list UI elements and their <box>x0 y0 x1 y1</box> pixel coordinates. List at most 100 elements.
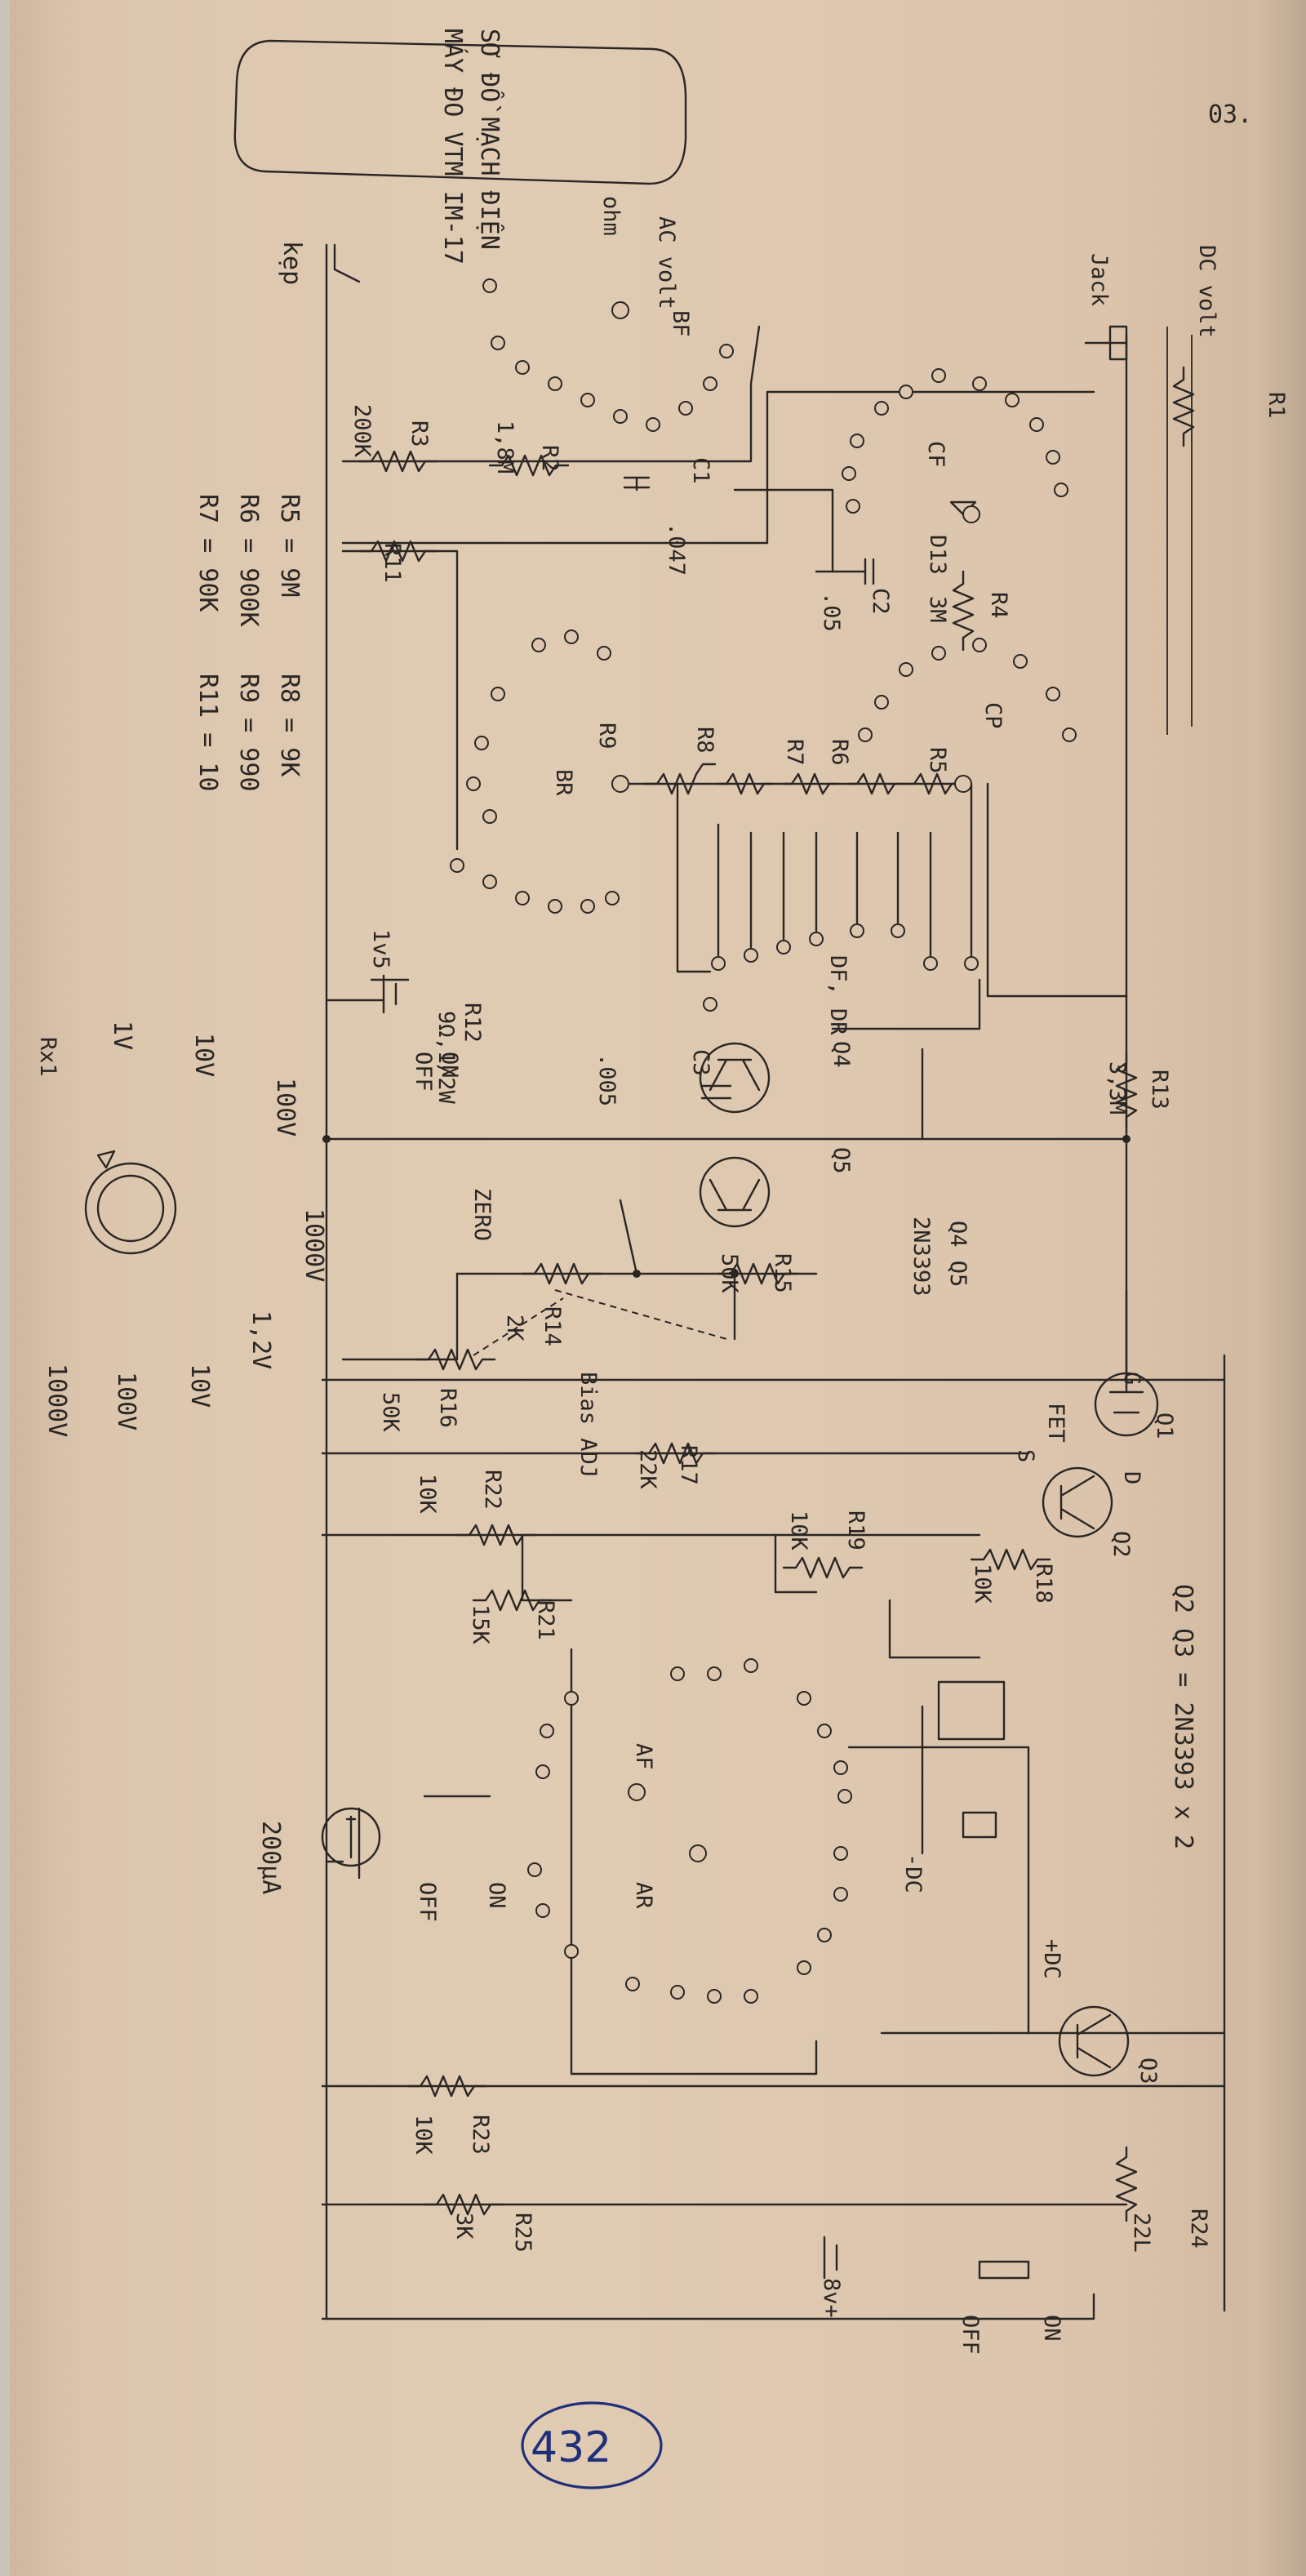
selector-knob <box>84 1162 177 1255</box>
battery-8v-label: 8v+ <box>819 2278 844 2318</box>
r22-label: R22 <box>480 1470 505 1510</box>
off-label-battery: OFF <box>411 1052 436 1092</box>
transistor-note: Q2 Q3 = 2N3393 x 2 <box>1169 1584 1197 1849</box>
af-label: AF <box>631 1743 656 1770</box>
r19-value: 10K <box>786 1510 811 1551</box>
range-100v: 100V <box>271 1078 300 1137</box>
bias-adj-label: Bias ADJ <box>575 1372 601 1478</box>
other-symbols <box>84 243 1193 2280</box>
s-label: S <box>1013 1449 1038 1462</box>
zero-label: ZERO <box>469 1188 495 1241</box>
range-labels: Rx1 1V 10V 100V 1000V 1,2V 10V 100V 1000… <box>35 1021 328 1437</box>
r4-label: R4 <box>986 592 1011 619</box>
rotated-labels: DC volt Jack AC volt ohm kẹp BF BR DF, D… <box>256 196 1289 2355</box>
r9-label: R9 <box>594 723 620 750</box>
clip-symbol <box>333 243 361 283</box>
q5-label: Q5 <box>828 1147 854 1174</box>
q3-label: Q3 <box>1135 2058 1161 2084</box>
r22-value: 10K <box>415 1474 440 1515</box>
q4-label: Q4 <box>828 1041 854 1068</box>
r19-label: R19 <box>843 1510 868 1550</box>
range-rx1: Rx1 <box>35 1037 60 1077</box>
r21-label: R21 <box>533 1600 558 1640</box>
fet-label: FET <box>1043 1403 1068 1443</box>
r13-label: R13 <box>1147 1070 1172 1110</box>
dc-volt-label: DC volt <box>1194 245 1219 338</box>
r11-label: R11 <box>380 543 405 583</box>
r17-label: R17 <box>676 1445 701 1485</box>
ac-volt-label: AC volt <box>654 216 679 309</box>
off-label-main: OFF <box>957 2315 983 2355</box>
q45-note-line-1: Q4 Q5 <box>945 1221 971 1287</box>
resistor-value-r9: R9 = 990 <box>234 674 263 792</box>
resistor-value-r7: R7 = 90K <box>193 494 222 612</box>
d-label: D <box>1119 1471 1144 1484</box>
q2-label: Q2 <box>1108 1531 1134 1558</box>
bf-label: BF <box>668 310 693 337</box>
shield-dashed <box>1166 327 1193 735</box>
kep-label: kẹp <box>278 241 306 285</box>
r23-value: 10K <box>411 2115 436 2156</box>
df-dr-label: DF, DR <box>825 955 851 1035</box>
r18-value: 10K <box>970 1564 995 1604</box>
page-number: 03. <box>1208 100 1252 129</box>
resistor-value-r11: R11 = 10 <box>193 674 222 792</box>
on-label-meter: ON <box>484 1882 509 1909</box>
battery-1v5-label: 1v5 <box>368 929 393 969</box>
range-100v-ac: 100V <box>112 1372 140 1430</box>
jack-socket <box>1108 325 1128 361</box>
range-1000v: 1000V <box>300 1208 328 1282</box>
c3-value: .005 <box>594 1053 620 1106</box>
r25-value: 3K <box>451 2213 477 2240</box>
ar-label: AR <box>631 1882 656 1909</box>
wiring <box>321 243 1226 2320</box>
r1-label: R1 <box>1264 392 1289 419</box>
q45-note-line-2: 2N3393 <box>908 1217 934 1297</box>
r16-label: R16 <box>435 1388 460 1428</box>
plus-dc-label: +DC <box>1039 1939 1064 1979</box>
r25-label: R25 <box>510 2213 535 2253</box>
r3-value: 200K <box>349 404 375 458</box>
jack-label: Jack <box>1086 253 1112 306</box>
cf-label: CF <box>923 441 948 468</box>
r16-value: 50K <box>378 1392 403 1433</box>
r14-label: R14 <box>540 1306 565 1346</box>
handwritten-number-text: 432 <box>531 2423 611 2472</box>
ohm-label: ohm <box>598 196 624 236</box>
r5-label: R5 <box>925 747 950 774</box>
title-line-1: SƠ ĐỒ MẠCH ĐIỆN <box>475 29 505 250</box>
range-10v-ac: 10V <box>185 1364 214 1408</box>
r24-label: R24 <box>1186 2209 1211 2249</box>
br-label: BR <box>551 769 576 796</box>
on-label-battery: ON <box>437 1052 462 1079</box>
title-box: SƠ ĐỒ MẠCH ĐIỆN MÁY ĐO VTM IM-17 <box>233 29 687 265</box>
range-1-2v-ac: 1,2V <box>247 1310 275 1369</box>
resistor-value-r6: R6 = 900K <box>234 494 263 627</box>
off-label-meter: OFF <box>415 1882 440 1922</box>
r8-label: R8 <box>692 727 717 754</box>
page-edge <box>1249 0 1306 2576</box>
meter-label: 200μA <box>256 1821 285 1894</box>
r21-value: 15K <box>468 1604 493 1645</box>
r17-value: 22K <box>635 1449 660 1490</box>
q1-label: Q1 <box>1152 1413 1177 1439</box>
c2-label: C2 <box>868 588 893 615</box>
r23-label: R23 <box>468 2115 493 2155</box>
title-line-2: MÁY ĐO VTM IM-17 <box>438 29 468 265</box>
r24-value: 22L <box>1129 2213 1154 2253</box>
r6-label: R6 <box>827 739 852 766</box>
notes: Q2 Q3 = 2N3393 x 2 Q4 Q5 2N3393 R5 = 9M … <box>193 494 1197 1849</box>
r7-label: R7 <box>782 739 807 766</box>
cp-label: CP <box>980 702 1006 729</box>
resistor-value-r5: R5 = 9M <box>275 494 304 597</box>
r4-value: 3M <box>925 596 950 623</box>
r14-value: 2K <box>502 1315 527 1341</box>
r12-label: R12 <box>460 1003 485 1043</box>
meter-symbol <box>321 1807 381 1867</box>
switch-contacts <box>450 278 1077 2004</box>
range-1v: 1V <box>108 1021 136 1050</box>
resistor-symbols <box>358 366 1195 2222</box>
handwritten-page-number: 432 <box>521 2401 663 2489</box>
c1-value: .047 <box>664 523 689 576</box>
